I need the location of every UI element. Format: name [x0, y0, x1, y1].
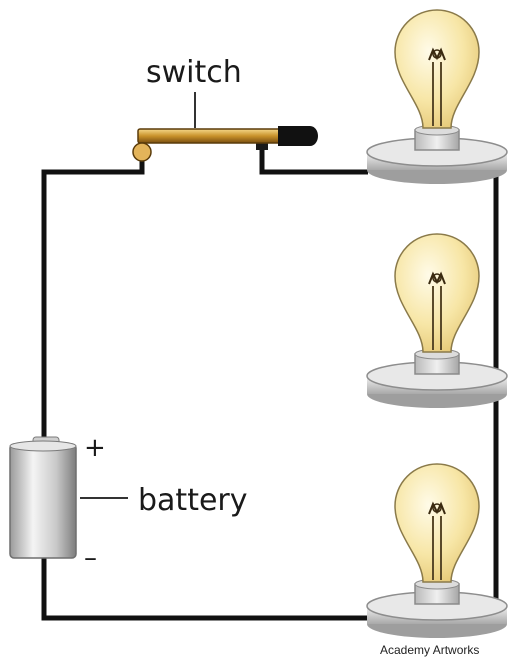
- switch-pivot: [132, 142, 152, 162]
- battery-label: battery: [138, 483, 248, 518]
- battery: [9, 436, 77, 559]
- wire-switch-to-lamp: [259, 146, 368, 175]
- switch-label: switch: [146, 55, 242, 90]
- wire-top-left: [41, 160, 145, 444]
- battery-body: [9, 443, 77, 559]
- battery-positive-label: +: [84, 433, 106, 463]
- battery-top: [9, 440, 77, 452]
- switch[interactable]: [132, 126, 318, 162]
- bulb-top: [366, 9, 508, 185]
- credit-text: Academy Artworks: [380, 643, 479, 657]
- wire-bottom-left: [41, 558, 370, 621]
- switch-handle: [278, 126, 318, 146]
- battery-negative-label: –: [84, 543, 97, 573]
- switch-bar: [137, 128, 281, 144]
- bulb-middle: [366, 233, 508, 409]
- bulb-bottom: [366, 463, 508, 639]
